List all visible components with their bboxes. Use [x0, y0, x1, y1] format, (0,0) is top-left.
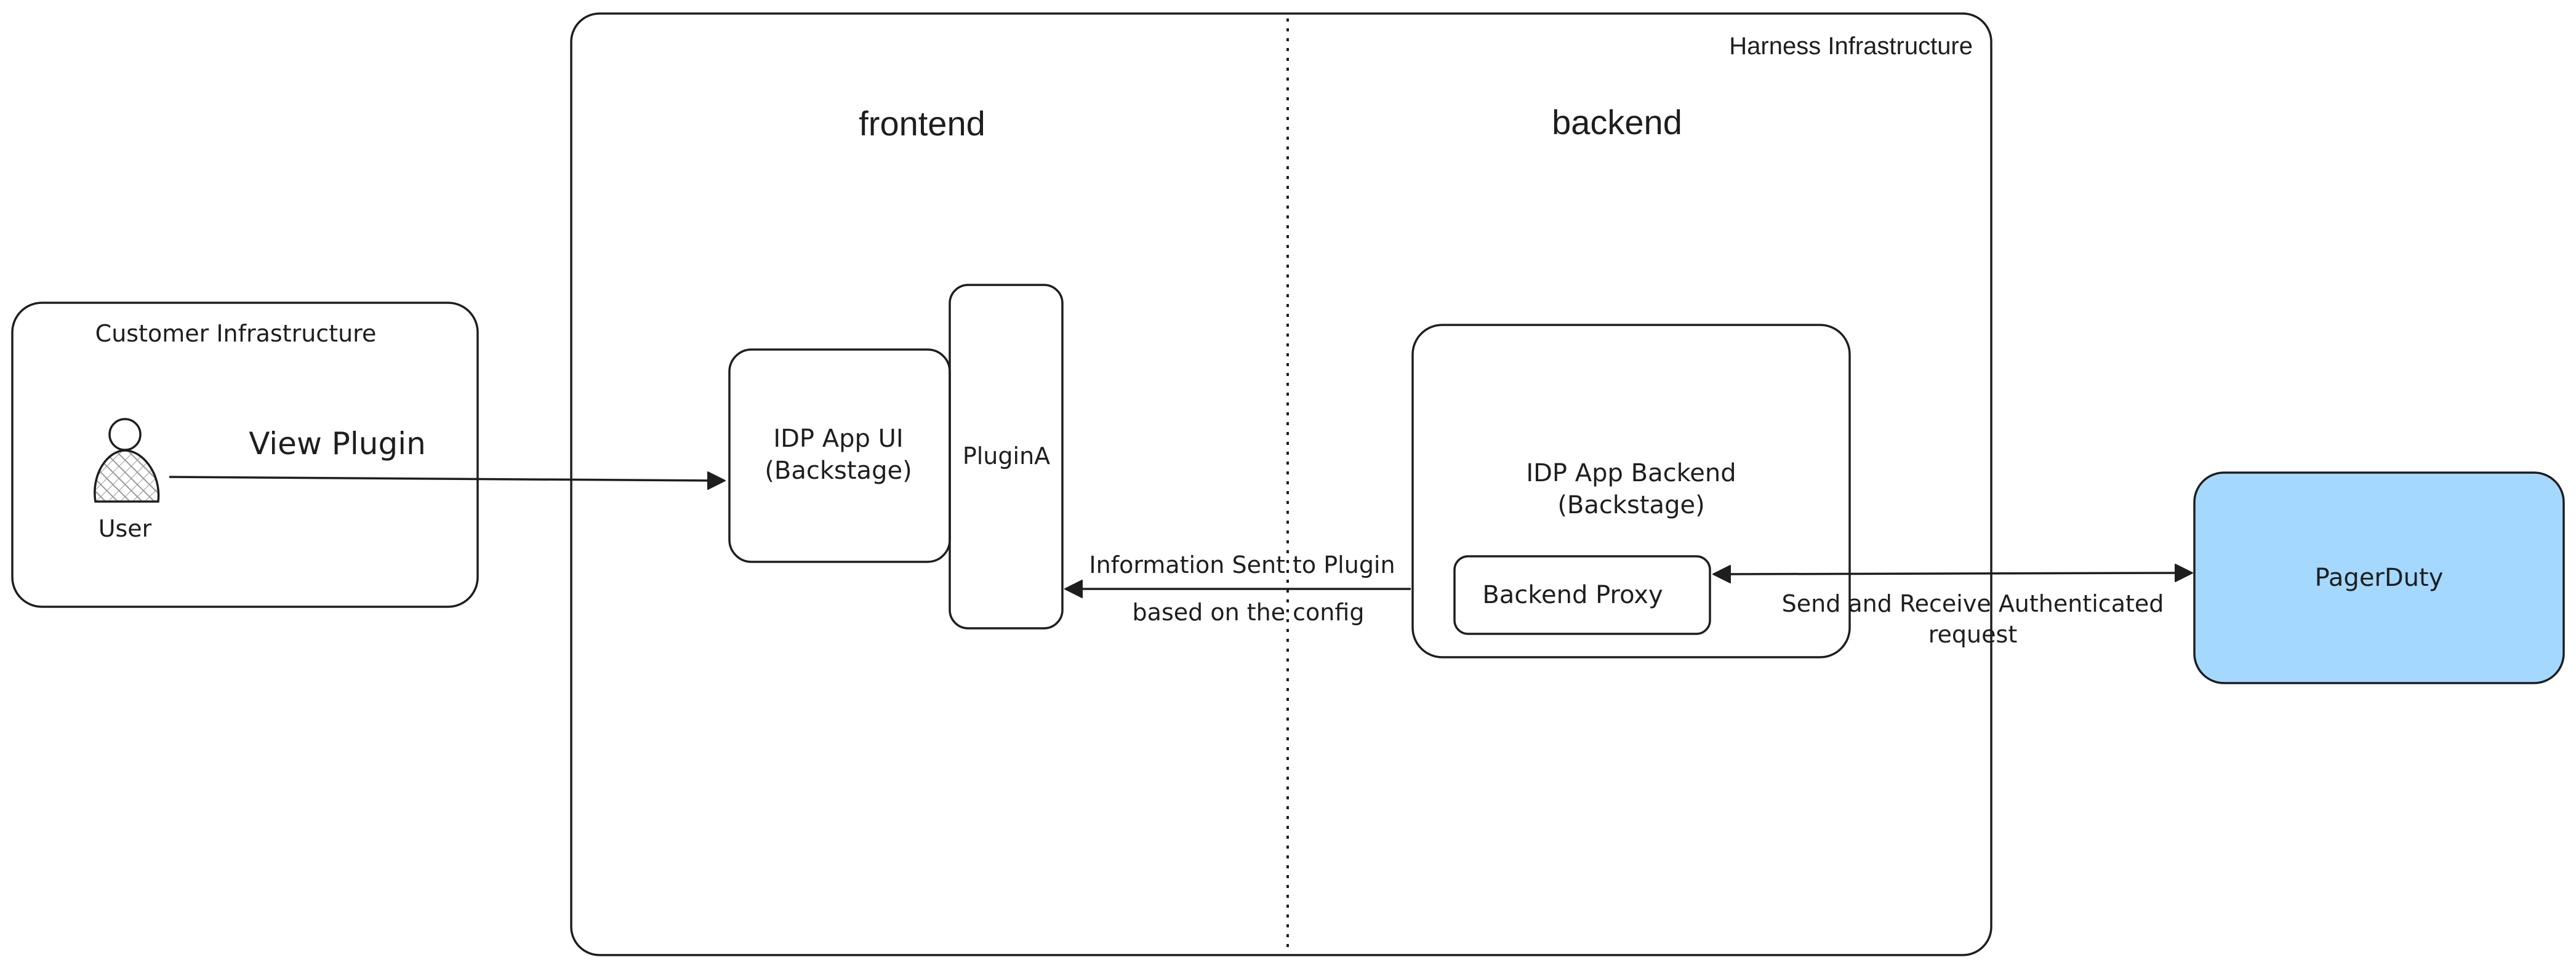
idp-app-backend-node: IDP App Backend (Backstage) [1411, 324, 1851, 658]
backend-label: backend [1552, 103, 1682, 142]
customer-infrastructure-label: Customer Infrastructure [95, 320, 377, 347]
send-receive-arrowhead-left [1712, 565, 1731, 583]
view-plugin-label: View Plugin [249, 426, 426, 462]
idp-app-ui-box [728, 348, 951, 563]
info-sent-edge: Information Sent to Plugin based on the … [1064, 551, 1411, 626]
view-plugin-arrowhead [707, 471, 726, 490]
idp-app-ui-title: IDP App UI [773, 425, 903, 453]
send-receive-arrowhead-right [2175, 564, 2193, 582]
plugin-a-node: PluginA [949, 284, 1064, 630]
user-icon [94, 418, 160, 503]
pagerduty-node: PagerDuty [2193, 471, 2565, 684]
view-plugin-arrow-line [169, 476, 712, 482]
backend-proxy-box [1453, 555, 1711, 635]
info-sent-label-line2: based on the config [1133, 599, 1365, 626]
view-plugin-edge: View Plugin [169, 426, 726, 490]
customer-infrastructure-zone: Customer Infrastructure [11, 302, 479, 608]
harness-infrastructure-zone: Harness Infrastructure frontend backend [570, 12, 1992, 956]
send-receive-label-line1: Send and Receive Authenticated [1782, 590, 2164, 617]
send-receive-edge: Send and Receive Authenticated request [1712, 564, 2193, 648]
pagerduty-label: PagerDuty [2315, 564, 2444, 592]
backend-proxy-label: Backend Proxy [1482, 581, 1663, 609]
idp-app-backend-subtitle: (Backstage) [1557, 491, 1704, 519]
info-sent-arrowhead [1064, 580, 1083, 598]
send-receive-arrow-line [1728, 572, 2178, 575]
idp-app-ui-node: IDP App UI (Backstage) [728, 348, 951, 563]
plugin-a-box [949, 284, 1064, 630]
send-receive-label-line2: request [1928, 621, 2017, 648]
frontend-label: frontend [859, 104, 985, 143]
backend-proxy-node: Backend Proxy [1453, 555, 1711, 635]
plugin-a-label: PluginA [963, 442, 1050, 470]
idp-app-backend-title: IDP App Backend [1526, 459, 1736, 487]
harness-infrastructure-label: Harness Infrastructure [1729, 33, 1973, 60]
pagerduty-box [2193, 471, 2565, 684]
user-label: User [98, 515, 152, 542]
info-sent-label-line1: Information Sent to Plugin [1089, 551, 1395, 578]
harness-infrastructure-box [570, 12, 1992, 956]
customer-infrastructure-box [11, 302, 479, 608]
idp-app-backend-box [1411, 324, 1851, 658]
user-actor: User [94, 418, 160, 542]
idp-app-ui-subtitle: (Backstage) [764, 457, 912, 485]
